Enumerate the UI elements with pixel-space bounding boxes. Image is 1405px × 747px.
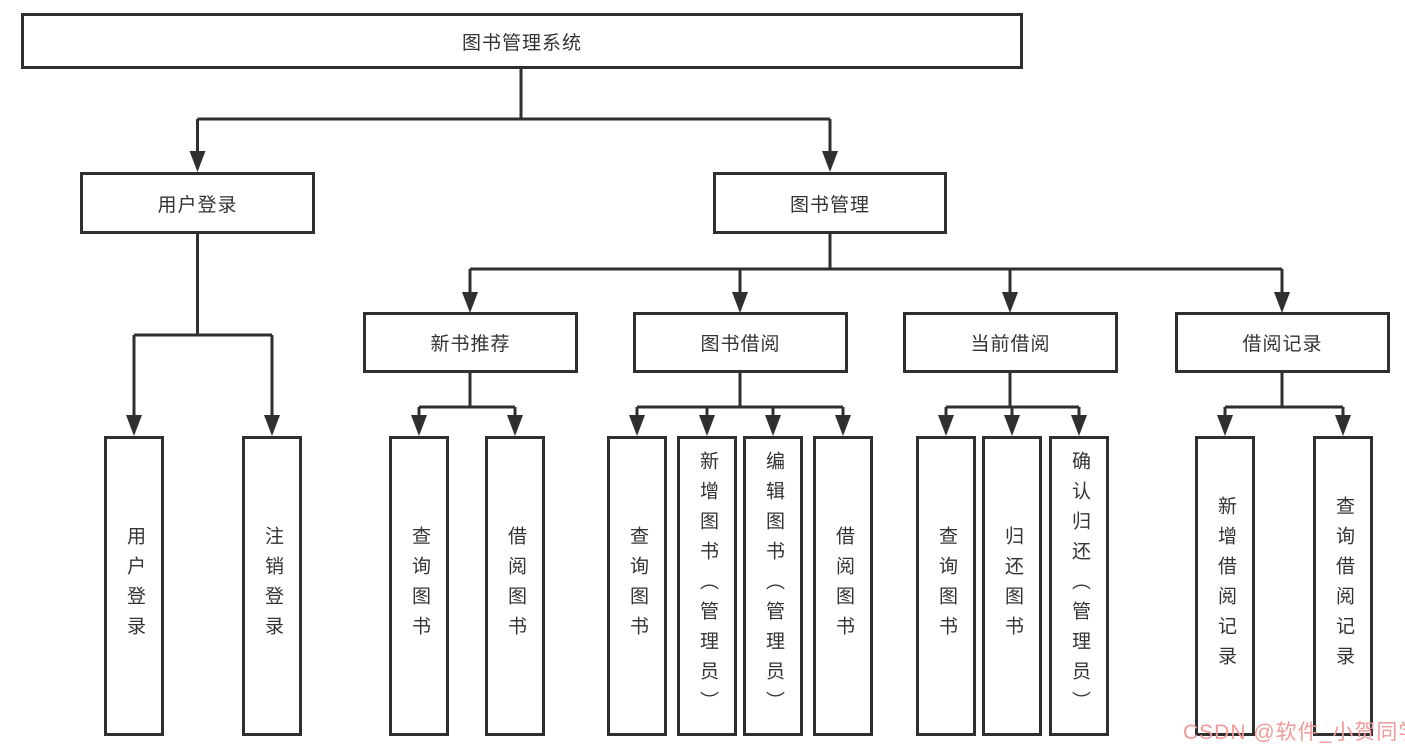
leaf-edit-books-admin: 编辑图书（管理员） — [743, 436, 803, 736]
node-label: 注销登录 — [262, 526, 283, 646]
leaf-query-borrow-record: 查询借阅记录 — [1313, 436, 1373, 736]
node-label: 图书管理系统 — [461, 32, 582, 54]
node-user-login: 用户登录 — [80, 172, 315, 234]
node-label: 借阅图书 — [833, 526, 854, 646]
leaf-add-books-admin: 新增图书（管理员） — [677, 436, 737, 736]
node-book-management: 图书管理 — [713, 172, 947, 234]
leaf-logout: 注销登录 — [242, 436, 302, 736]
node-label: 图书管理 — [789, 194, 870, 216]
node-label: 当前借阅 — [970, 334, 1051, 355]
node-label: 新增图书（管理员） — [697, 451, 718, 721]
node-label: 查询借阅记录 — [1333, 496, 1354, 676]
leaf-confirm-return-admin: 确认归还（管理员） — [1049, 436, 1109, 736]
node-borrow-records: 借阅记录 — [1175, 312, 1390, 373]
node-book-management-system: 图书管理系统 — [21, 13, 1023, 69]
arrowheads — [126, 151, 1351, 436]
leaf-borrow-books-borrowing: 借阅图书 — [813, 436, 873, 736]
leaf-borrow-books-recommend: 借阅图书 — [485, 436, 545, 736]
node-label: 新书推荐 — [430, 334, 511, 355]
node-label: 编辑图书（管理员） — [763, 451, 784, 721]
node-book-borrowing: 图书借阅 — [633, 312, 848, 373]
leaf-query-books-borrowing: 查询图书 — [607, 436, 667, 736]
node-label: 借阅记录 — [1242, 334, 1323, 355]
leaf-query-books-recommend: 查询图书 — [389, 436, 449, 736]
csdn-watermark: CSDN @软件_小贺同学 — [1183, 721, 1405, 744]
leaf-user-login: 用户登录 — [104, 436, 164, 736]
node-label: 查询图书 — [627, 526, 648, 646]
node-label: 查询图书 — [936, 526, 957, 646]
leaf-return-books: 归还图书 — [982, 436, 1042, 736]
node-label: 用户登录 — [124, 526, 145, 646]
leaf-add-borrow-record: 新增借阅记录 — [1195, 436, 1255, 736]
node-label: 确认归还（管理员） — [1069, 451, 1090, 721]
node-label: 用户登录 — [157, 194, 238, 216]
node-label: 图书借阅 — [700, 334, 781, 355]
node-current-borrowing: 当前借阅 — [903, 312, 1118, 373]
node-label: 查询图书 — [409, 526, 430, 646]
node-label: 新增借阅记录 — [1215, 496, 1236, 676]
node-label: 归还图书 — [1002, 526, 1023, 646]
node-label: 借阅图书 — [505, 526, 526, 646]
leaf-query-books-current: 查询图书 — [916, 436, 976, 736]
node-new-book-recommend: 新书推荐 — [363, 312, 578, 373]
